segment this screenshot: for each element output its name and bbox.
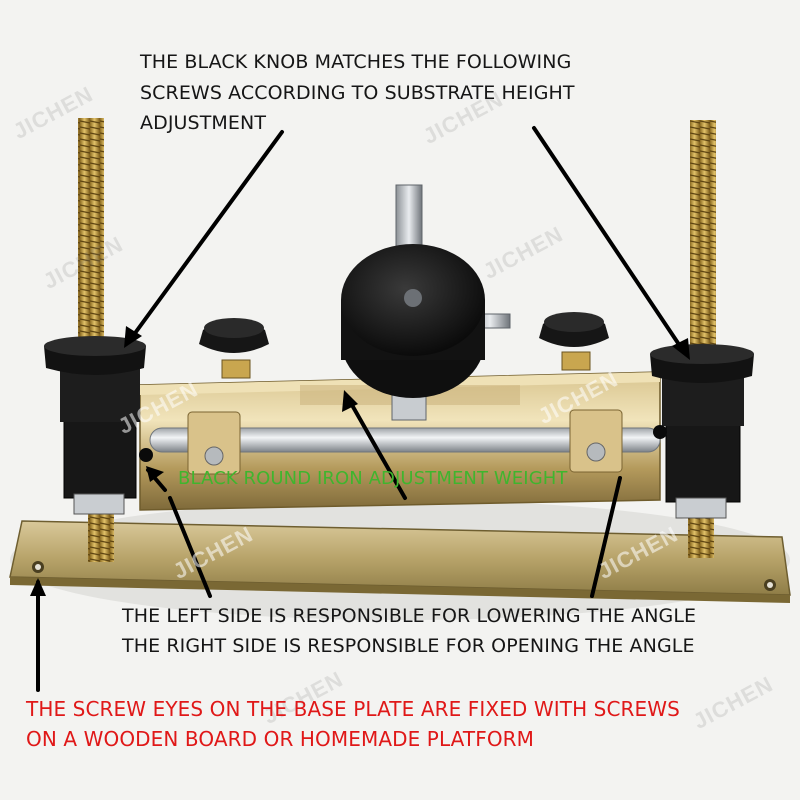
weight-annotation: BLACK ROUND IRON ADJUSTMENT WEIGHT xyxy=(178,468,568,489)
knob-annotation-line-1: THE BLACK KNOB MATCHES THE FOLLOWING xyxy=(140,51,572,73)
angle-annotation-left: THE LEFT SIDE IS RESPONSIBLE FOR LOWERIN… xyxy=(122,605,697,627)
knob-annotation-line-3: ADJUSTMENT xyxy=(140,112,267,134)
base-plate-annotation-line-2: ON A WOODEN BOARD OR HOMEMADE PLATFORM xyxy=(26,727,535,751)
base-plate-annotation-line-1: THE SCREW EYES ON THE BASE PLATE ARE FIX… xyxy=(26,697,680,721)
angle-annotation-right: THE RIGHT SIDE IS RESPONSIBLE FOR OPENIN… xyxy=(122,635,695,657)
knob-annotation-line-2: SCREWS ACCORDING TO SUBSTRATE HEIGHT xyxy=(140,82,575,104)
